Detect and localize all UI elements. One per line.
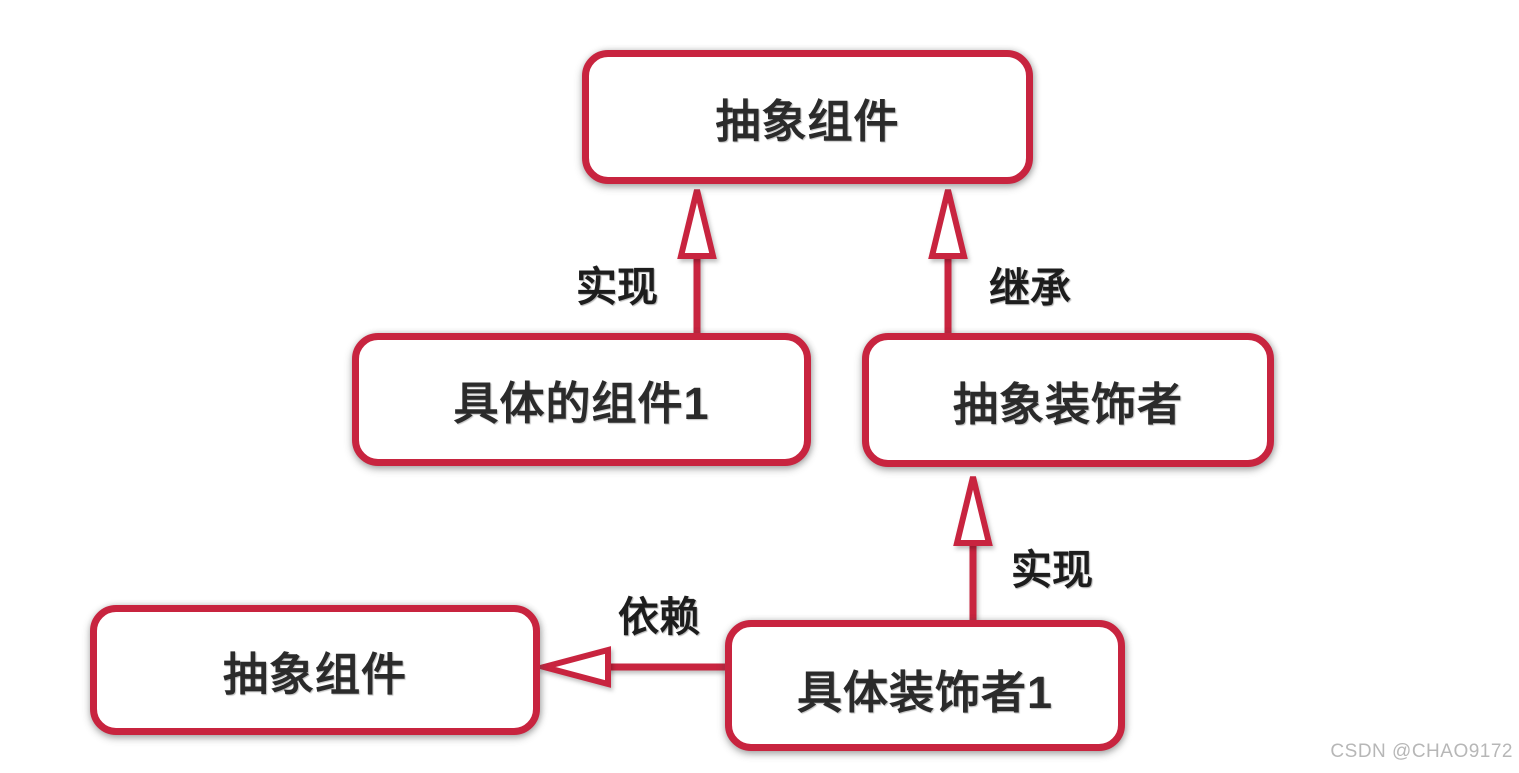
node-abstract-component-bottom: 抽象组件: [90, 605, 540, 735]
edge-label-realization-2: 实现: [1011, 547, 1093, 593]
node-label: 具体的组件1: [453, 378, 710, 429]
edge-dependency: [532, 646, 725, 688]
node-abstract-decorator: 抽象装饰者: [862, 333, 1274, 467]
edge-realization-1: [677, 189, 717, 333]
edge-realization-2: [953, 476, 993, 620]
arrow-up-open-head-icon: [953, 476, 993, 546]
node-concrete-decorator-1: 具体装饰者1: [725, 620, 1125, 751]
node-label: 具体装饰者1: [796, 667, 1054, 718]
edge-inheritance: [928, 189, 968, 333]
arrow-left-open-head-icon: [532, 646, 611, 688]
arrow-up-open-head-icon: [677, 189, 717, 259]
node-abstract-component-top: 抽象组件: [582, 50, 1033, 184]
node-label: 抽象装饰者: [952, 378, 1183, 430]
edge-label-inheritance: 继承: [989, 265, 1071, 311]
csdn-watermark: CSDN @CHAO9172: [1330, 741, 1513, 762]
arrow-up-open-head-icon: [928, 189, 968, 259]
edge-label-realization-1: 实现: [576, 264, 658, 310]
node-label: 抽象组件: [222, 648, 407, 700]
node-concrete-component-1: 具体的组件1: [352, 333, 811, 466]
edge-label-dependency: 依赖: [618, 594, 700, 640]
node-label: 抽象组件: [715, 95, 900, 147]
